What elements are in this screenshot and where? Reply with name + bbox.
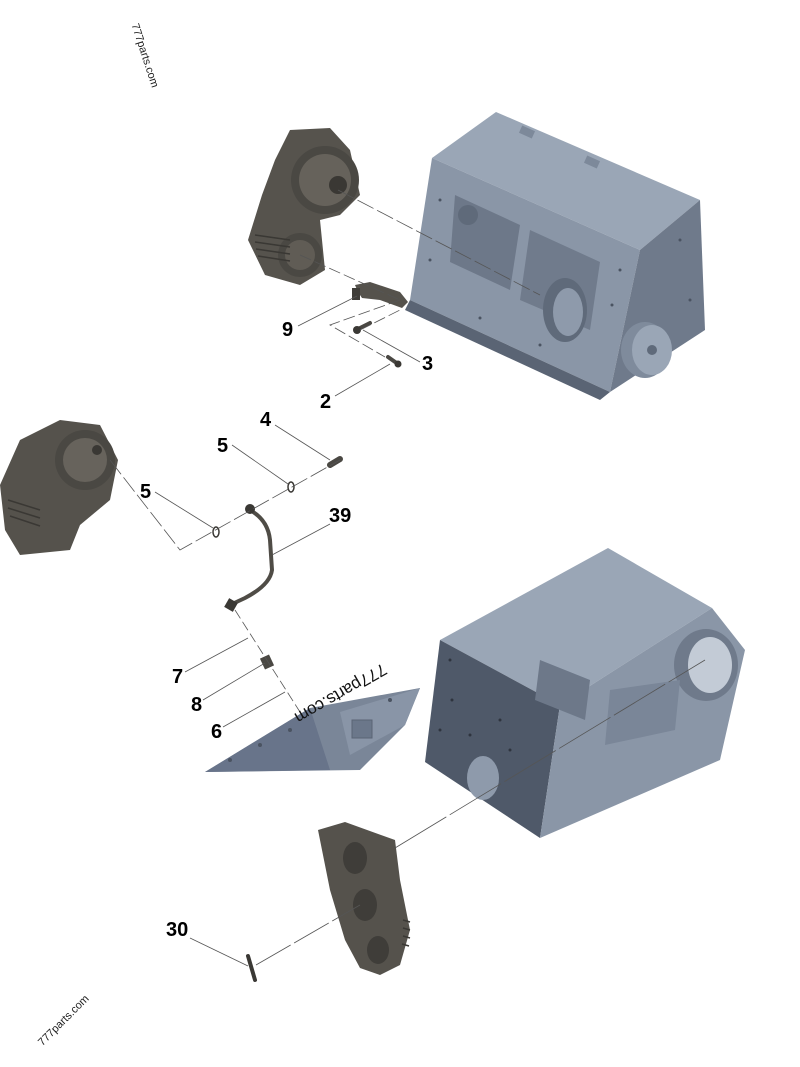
cylinder-block-upper [405,112,705,400]
bolt-part-2 [386,355,402,368]
o-ring-part-5-lower [212,526,220,538]
bracket-part-9 [352,282,408,308]
gear-housing-lower [318,822,411,975]
leader-lines [109,189,706,967]
callout-9: 9 [282,319,294,341]
fitting-part-8 [259,654,275,670]
gear-housing-left [0,420,118,555]
bolt-part-3 [353,321,372,334]
cylinder-block-lower [425,548,745,838]
callout-8: 8 [191,694,203,716]
banjo-bolt-part-4 [327,456,343,468]
oil-pan [205,688,420,772]
gear-housing-upper [248,128,360,285]
oil-pipe-part-39 [224,504,275,612]
o-ring-part-5-upper [287,481,295,493]
dowel-pin-part-30 [246,954,257,982]
callout-5-lower: 5 [140,481,152,503]
callout-39: 39 [329,505,352,527]
callout-4: 4 [260,409,272,431]
callout-7: 7 [172,666,184,688]
callout-5-upper: 5 [217,435,229,457]
callout-6: 6 [211,721,223,743]
callout-3: 3 [422,353,434,375]
callout-2: 2 [320,391,332,413]
callout-30: 30 [166,919,189,941]
